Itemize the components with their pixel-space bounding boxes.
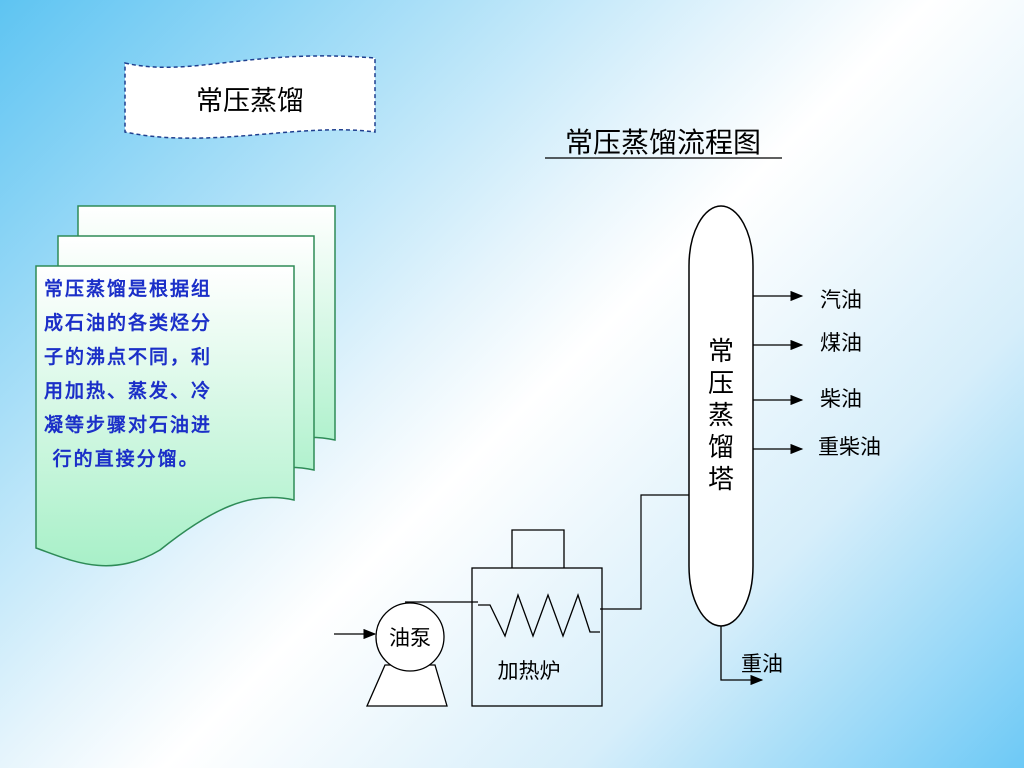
output-label-gasoline: 汽油 bbox=[820, 288, 862, 312]
tower-char: 常 bbox=[708, 337, 734, 367]
tower-char: 压 bbox=[708, 369, 734, 399]
furnace-heating-coil bbox=[478, 592, 600, 638]
output-label-heavy-diesel: 重柴油 bbox=[818, 435, 881, 459]
page-title: 常压蒸馏流程图 bbox=[565, 126, 761, 159]
description-line: 常压蒸馏是根据组 bbox=[44, 278, 213, 300]
tower-char: 蒸 bbox=[708, 401, 734, 431]
note-page-front bbox=[35, 265, 295, 567]
banner-shape bbox=[124, 55, 376, 139]
pump-label: 油泵 bbox=[389, 626, 431, 650]
description-line: 行的直接分馏。 bbox=[44, 448, 200, 470]
furnace-chimney bbox=[511, 529, 565, 568]
furnace-label: 加热炉 bbox=[498, 659, 561, 683]
bottom-output-line bbox=[720, 626, 764, 686]
tower-char: 馏 bbox=[708, 433, 734, 463]
output-label-kerosene: 煤油 bbox=[820, 331, 862, 355]
output-label-diesel: 柴油 bbox=[820, 387, 862, 411]
description-line: 成石油的各类烃分 bbox=[44, 312, 213, 334]
tower-label: 常 压 蒸 馏 塔 bbox=[708, 337, 734, 495]
description-line: 凝等步骤对石油进 bbox=[44, 414, 213, 436]
description-line: 子的沸点不同，利 bbox=[44, 346, 213, 368]
description-line: 用加热、蒸发、冷 bbox=[44, 380, 213, 402]
banner-text: 常压蒸馏 bbox=[196, 86, 304, 117]
bottom-output-label: 重油 bbox=[741, 652, 783, 676]
description-text: 常压蒸馏是根据组 成石油的各类烃分 子的沸点不同，利 用加热、蒸发、冷 凝等步骤… bbox=[44, 272, 284, 476]
pipe-furnace-to-tower bbox=[600, 494, 689, 610]
furnace-body bbox=[471, 567, 603, 707]
tower-char: 塔 bbox=[708, 465, 734, 495]
